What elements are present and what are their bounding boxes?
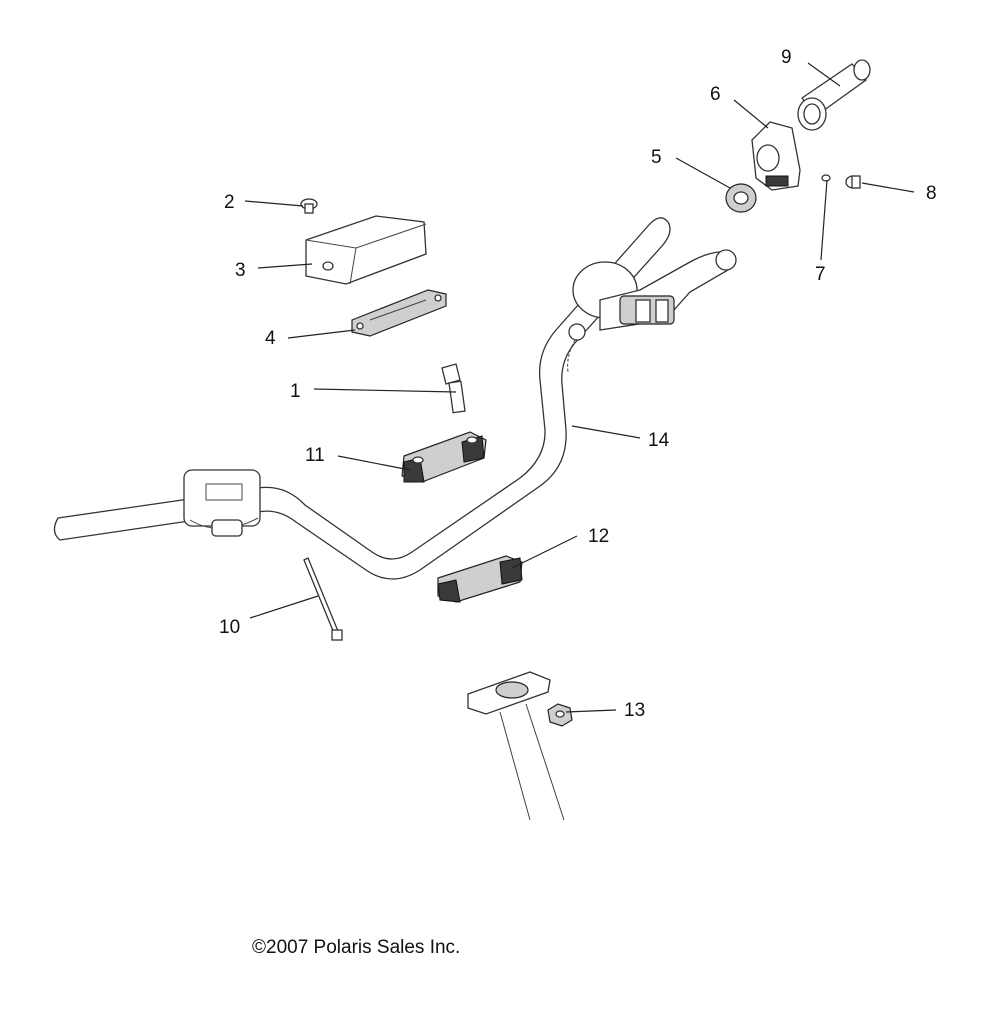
spacer-part-5 xyxy=(725,183,757,213)
screw-part-2 xyxy=(300,198,318,214)
throttle-housing-part-6 xyxy=(751,121,801,191)
lower-clamp-part-12 xyxy=(437,555,523,603)
callout-9: 9 xyxy=(781,47,792,68)
callout-8: 8 xyxy=(926,183,937,204)
callout-4: 4 xyxy=(265,328,276,349)
callout-11: 11 xyxy=(305,445,325,466)
callout-5: 5 xyxy=(651,147,662,168)
handlebar-part-14 xyxy=(53,217,737,580)
callout-labels: 1 2 3 4 5 6 7 8 9 10 11 12 13 14 xyxy=(219,47,937,721)
cable-tie-part-10 xyxy=(303,557,343,641)
plug-part-8 xyxy=(845,175,861,189)
pin-part-7 xyxy=(821,174,831,182)
callout-13: 13 xyxy=(624,700,645,721)
callout-6: 6 xyxy=(710,84,721,105)
leader-lines xyxy=(244,62,915,713)
right-brake-assembly xyxy=(567,249,737,373)
left-switch-housing xyxy=(183,469,261,537)
callout-7: 7 xyxy=(815,264,826,285)
upper-clamp-part-11 xyxy=(401,431,487,483)
callout-3: 3 xyxy=(235,260,246,281)
callout-14: 14 xyxy=(648,430,670,451)
callout-2: 2 xyxy=(224,192,235,213)
cover-part-3 xyxy=(305,215,427,285)
steering-post xyxy=(467,671,565,821)
nut-part-13 xyxy=(547,703,573,727)
callout-12: 12 xyxy=(588,526,609,547)
callout-1: 1 xyxy=(290,381,301,402)
grip-part-9 xyxy=(797,59,871,131)
callout-10: 10 xyxy=(219,617,240,638)
bolt-part-1 xyxy=(441,363,466,414)
mounting-plate-part-4 xyxy=(351,289,447,337)
copyright-text: ©2007 Polaris Sales Inc. xyxy=(252,937,461,958)
